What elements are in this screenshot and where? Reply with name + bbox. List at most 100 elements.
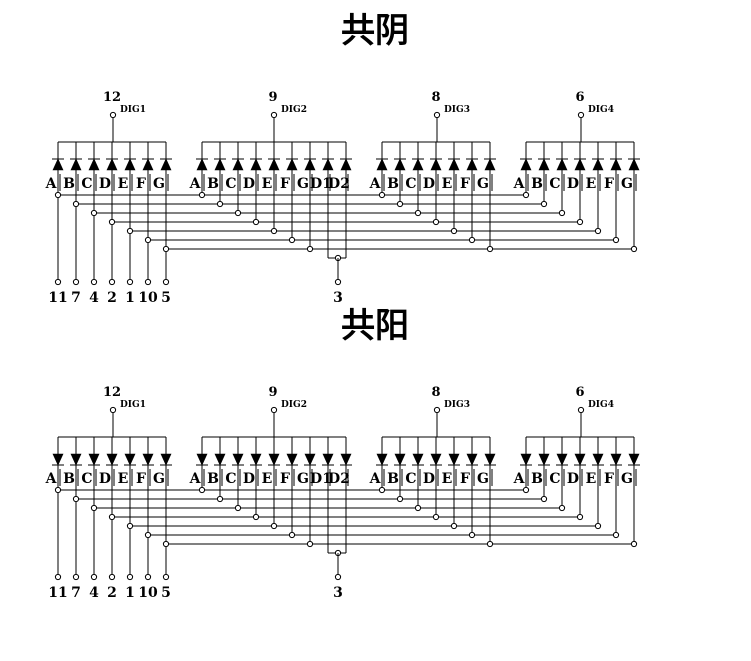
junction-dot <box>432 513 440 521</box>
segment-label: E <box>586 471 597 487</box>
junction-dot <box>612 236 620 244</box>
segment-label: F <box>604 471 614 487</box>
segment-label: G <box>621 471 633 487</box>
junction-dot <box>72 200 80 208</box>
segment-label: B <box>207 176 219 192</box>
junction-dot <box>270 522 278 530</box>
junction-dot <box>558 504 566 512</box>
led-diode-symbol <box>286 453 298 466</box>
junction-dot <box>108 513 116 521</box>
junction-dot <box>216 495 224 503</box>
junction-dot <box>126 227 134 235</box>
junction-dot <box>378 191 386 199</box>
digit-label: DIG1 <box>120 105 146 115</box>
led-diode-symbol <box>430 158 442 171</box>
segment-pin-terminal <box>126 278 134 286</box>
led-diode-symbol <box>106 158 118 171</box>
segment-label: E <box>262 471 273 487</box>
led-diode-symbol <box>520 453 532 466</box>
led-diode-symbol <box>268 158 280 171</box>
junction-dot <box>306 540 314 548</box>
led-diode-symbol <box>556 453 568 466</box>
segment-label: A <box>513 176 526 192</box>
segment-label: E <box>118 176 129 192</box>
led-diode-symbol <box>628 158 640 171</box>
digit-label: DIG2 <box>281 105 307 115</box>
led-diode-symbol <box>196 453 208 466</box>
led-diode-symbol <box>628 453 640 466</box>
common-pin-number: 6 <box>575 385 584 400</box>
junction-dot <box>252 513 260 521</box>
led-diode-symbol <box>286 158 298 171</box>
common-pin-number: 8 <box>431 90 440 105</box>
junction-dot <box>540 200 548 208</box>
led-diode-symbol <box>160 453 172 466</box>
led-diode-symbol <box>376 453 388 466</box>
junction-dot <box>522 486 530 494</box>
segment-label: A <box>189 176 202 192</box>
led-diode-symbol <box>124 453 136 466</box>
segment-pin-terminal <box>162 278 170 286</box>
led-diode-symbol <box>88 158 100 171</box>
led-diode-symbol <box>142 453 154 466</box>
junction-dot <box>630 245 638 253</box>
led-diode-symbol <box>556 158 568 171</box>
junction-dot <box>216 200 224 208</box>
segment-label: F <box>604 176 614 192</box>
led-diode-symbol <box>466 453 478 466</box>
led-diode-symbol <box>412 158 424 171</box>
led-diode-symbol <box>70 453 82 466</box>
led-diode-symbol <box>484 453 496 466</box>
led-diode-symbol <box>250 158 262 171</box>
segment-label: C <box>549 176 560 192</box>
segment-pin-number: 1 <box>125 290 135 306</box>
junction-dot <box>54 486 62 494</box>
segment-label: E <box>442 176 453 192</box>
led-diode-symbol <box>610 453 622 466</box>
segment-pin-number: 4 <box>89 290 99 306</box>
led-diode-symbol <box>430 453 442 466</box>
segment-label: A <box>369 176 382 192</box>
segment-pin-number: 2 <box>107 290 117 306</box>
segment-label: D1 <box>310 176 332 192</box>
segment-pin-number: 7 <box>71 290 81 306</box>
segment-label: E <box>442 471 453 487</box>
colon-dot-wiring: 3 <box>327 469 347 601</box>
led-diode-symbol <box>214 158 226 171</box>
common-pin-number: 8 <box>431 385 440 400</box>
segment-label: D <box>243 471 255 487</box>
segment-label: F <box>136 471 146 487</box>
segment-label: D <box>423 471 435 487</box>
junction-dot <box>594 227 602 235</box>
led-diode-symbol <box>142 158 154 171</box>
segment-label: F <box>460 176 470 192</box>
junction-dot <box>144 236 152 244</box>
led-diode-symbol <box>538 158 550 171</box>
segment-pin-number: 11 <box>48 290 67 306</box>
junction-dot <box>522 191 530 199</box>
common-anode-title: 共阳 <box>341 306 409 346</box>
led-diode-symbol <box>340 158 352 171</box>
led-diode-symbol <box>106 453 118 466</box>
led-diode-symbol <box>88 453 100 466</box>
junction-dot <box>288 236 296 244</box>
dot-pin-terminal <box>334 573 342 581</box>
segment-label: D2 <box>328 176 350 192</box>
junction-dot <box>558 209 566 217</box>
segment-label: C <box>81 176 92 192</box>
dot-pin-number: 3 <box>333 585 343 601</box>
led-diode-symbol <box>52 453 64 466</box>
segment-label: F <box>136 176 146 192</box>
segment-pin-number: 10 <box>138 585 158 601</box>
segment-pin-terminal <box>54 573 62 581</box>
junction-dot <box>90 209 98 217</box>
led-diode-symbol <box>70 158 82 171</box>
led-diode-symbol <box>448 453 460 466</box>
